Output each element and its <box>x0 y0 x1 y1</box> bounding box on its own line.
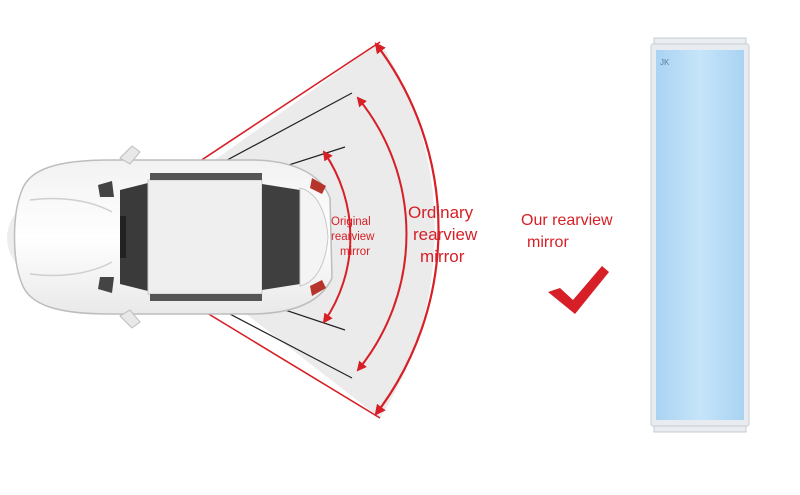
car-top-view-icon <box>7 145 333 329</box>
label-our-mirror: Our rearview mirror <box>521 212 617 251</box>
mirror-logo: JK <box>660 58 670 67</box>
check-icon <box>548 266 609 314</box>
arc-our-mirror <box>374 42 440 416</box>
panoramic-mirror-product: JK <box>650 37 750 433</box>
label-original-mirror: Original rearview mirror <box>331 216 378 258</box>
arc-original-mirror <box>322 150 352 324</box>
label-ordinary-mirror: Ordinary rearview mirror <box>408 203 482 266</box>
